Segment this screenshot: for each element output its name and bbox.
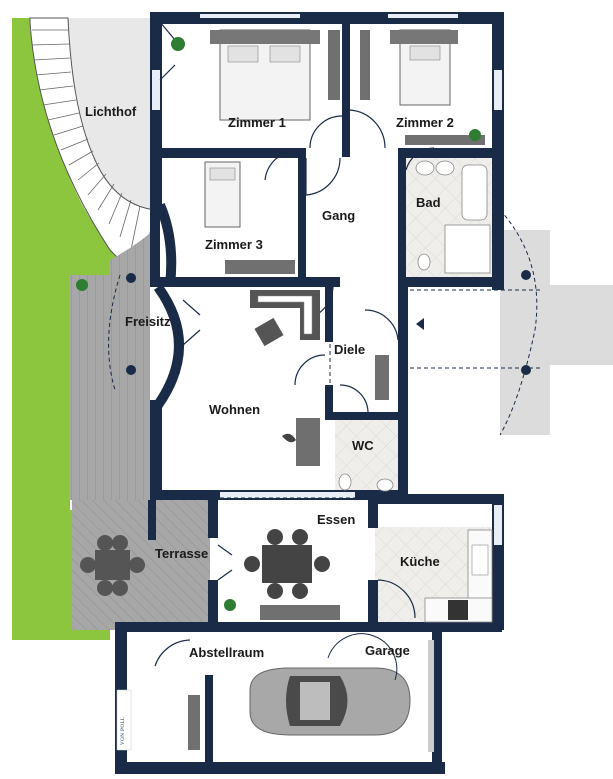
wardrobes [188,30,485,750]
label-zimmer2: Zimmer 2 [396,115,454,130]
lawn [12,18,130,640]
label-essen: Essen [317,512,356,527]
bed-zimmer2 [390,29,458,106]
label-zimmer3: Zimmer 3 [205,237,263,252]
bed-zimmer1 [210,29,320,121]
lichthof-courtyard [68,18,150,210]
patio-table [80,535,145,596]
entrance-outline [108,209,540,499]
door-swings [154,21,435,667]
label-garage: Garage [365,643,410,658]
windows [152,14,502,545]
entrance-arrow-icon [416,318,424,330]
bathroom-fixtures [338,160,491,492]
label-zimmer1: Zimmer 1 [228,115,286,130]
label-wc: WC [352,438,374,453]
desk [282,418,320,466]
plant-icon [76,37,481,611]
label-gang: Gang [322,208,356,223]
stair-treads [31,29,141,251]
label-freisitz: Freisitz [125,314,171,329]
label-lichthof: Lichthof [85,104,137,119]
von-poll-logo [116,689,132,751]
label-terrasse: Terrasse [155,546,209,561]
label-bad: Bad [416,195,441,210]
label-diele: Diele [334,342,366,357]
bay-wall-wohnen [153,284,184,408]
kitchen-counter [424,529,493,623]
bay-wall-zimmer3 [155,203,177,286]
label-abstellraum: Abstellraum [189,645,265,660]
garage-door [428,640,434,752]
post-dots [126,270,531,375]
bed-zimmer3 [204,161,241,228]
sofa [250,290,320,347]
label-wohnen: Wohnen [209,402,261,417]
dining-table [244,529,330,599]
car [249,667,411,736]
label-kueche: Küche [400,554,440,569]
logo-brand: VON POLL [121,716,126,745]
